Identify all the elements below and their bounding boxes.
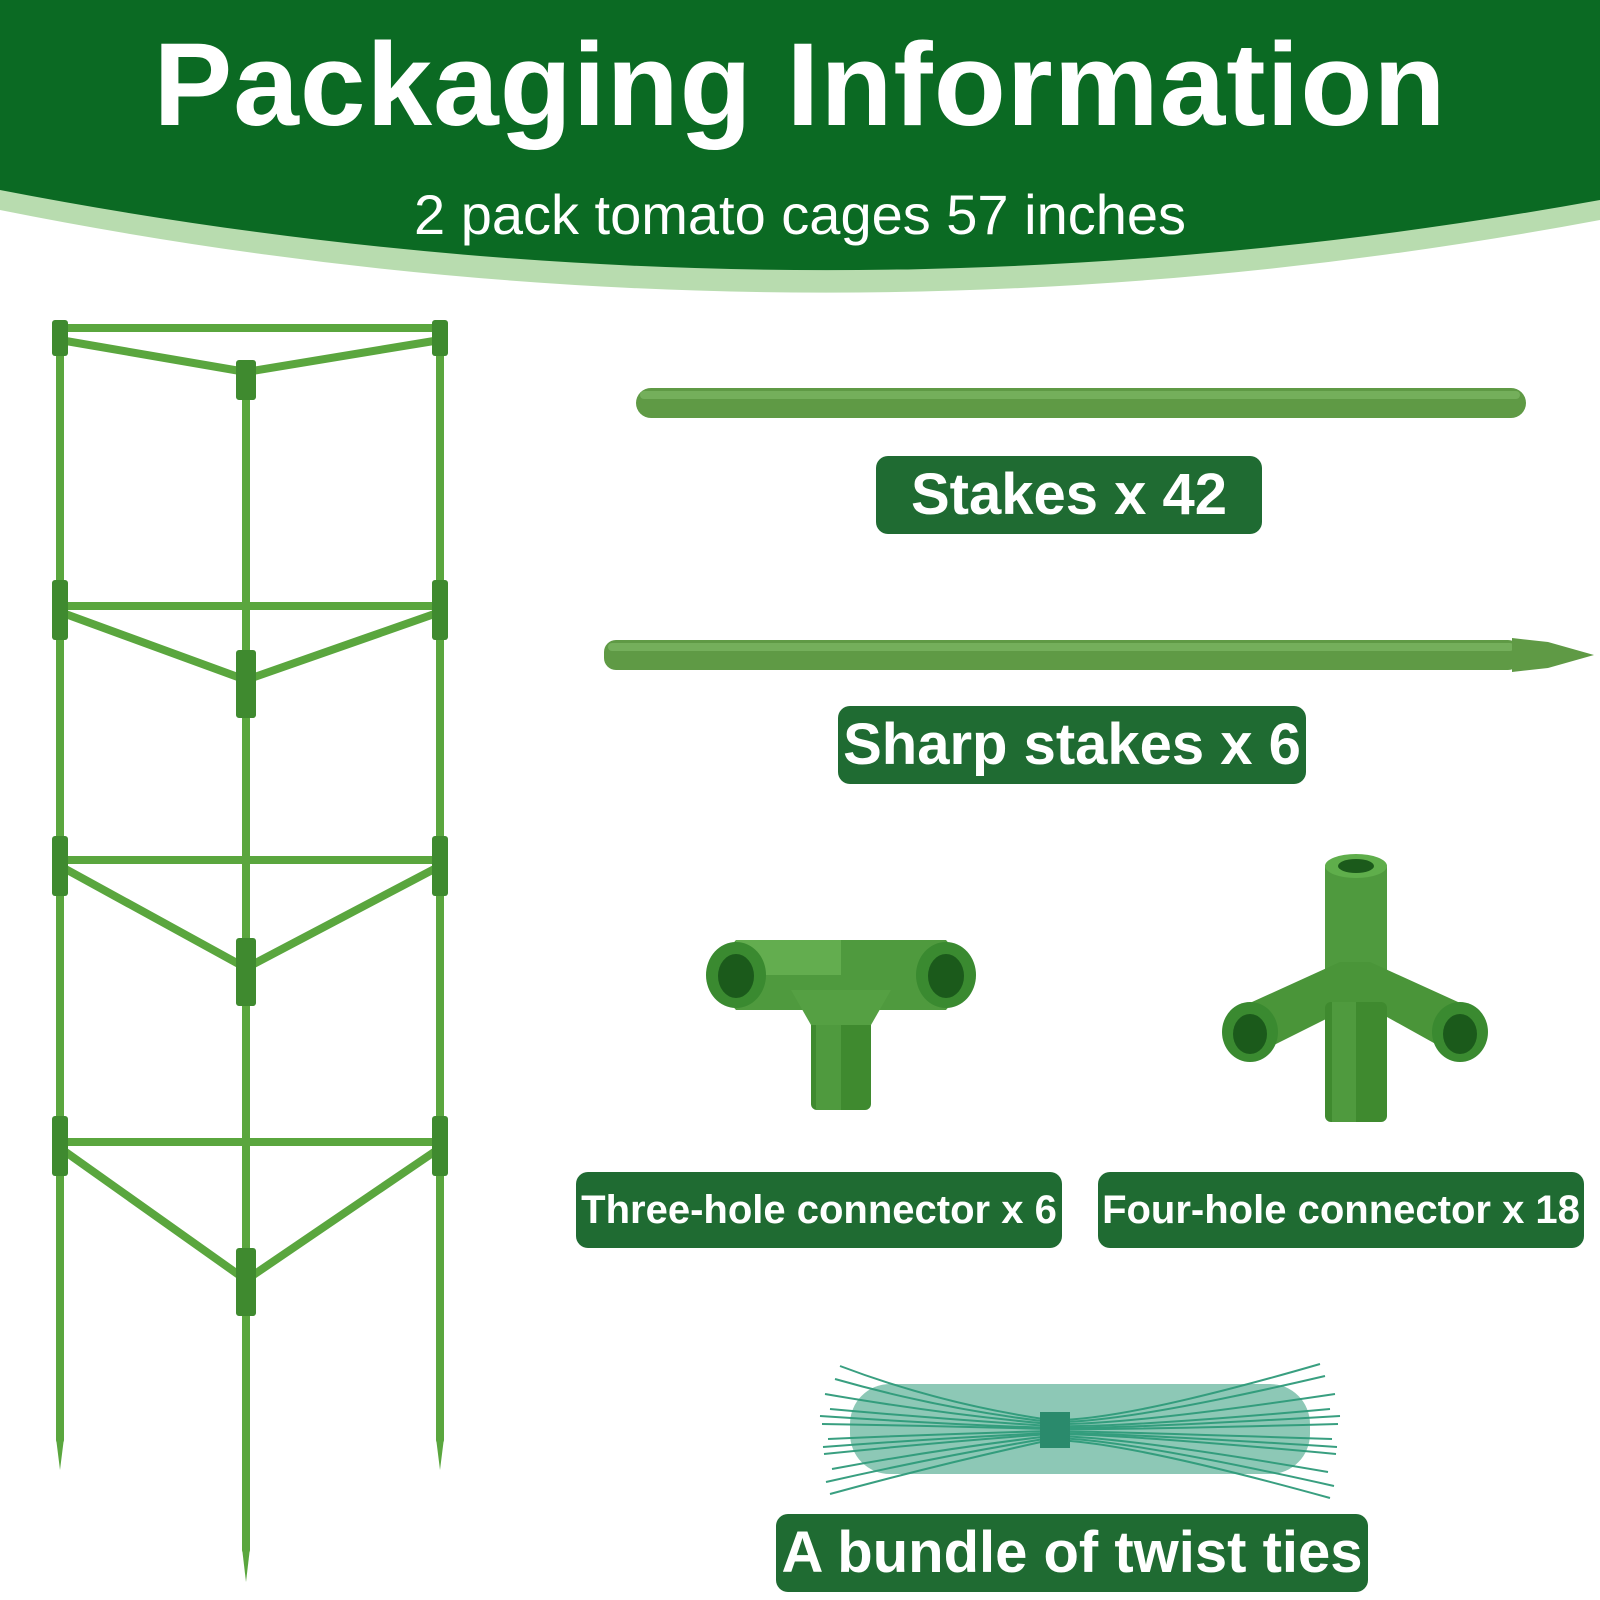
- stakes-label: Stakes x 42: [876, 456, 1262, 534]
- straight-stake-icon: [636, 388, 1526, 418]
- twist-ties-icon: [819, 1363, 1341, 1499]
- twist-ties-label: A bundle of twist ties: [776, 1514, 1368, 1592]
- page-subtitle: 2 pack tomato cages 57 inches: [413, 183, 1187, 246]
- banner-shape: [0, 0, 1600, 293]
- three-hole-connector-icon: [706, 940, 976, 1110]
- header-banner: Packaging Information 2 pack tomato cage…: [0, 0, 1600, 320]
- tomato-cage-icon: [52, 320, 448, 1582]
- sharp-stake-icon: [604, 638, 1594, 672]
- sharp-stakes-label: Sharp stakes x 6: [838, 706, 1306, 784]
- three-hole-connector-label: Three-hole connector x 6: [576, 1172, 1062, 1248]
- four-hole-connector-label: Four-hole connector x 18: [1098, 1172, 1584, 1248]
- four-hole-connector-icon: [1222, 854, 1488, 1122]
- page-title: Packaging Information: [153, 19, 1447, 151]
